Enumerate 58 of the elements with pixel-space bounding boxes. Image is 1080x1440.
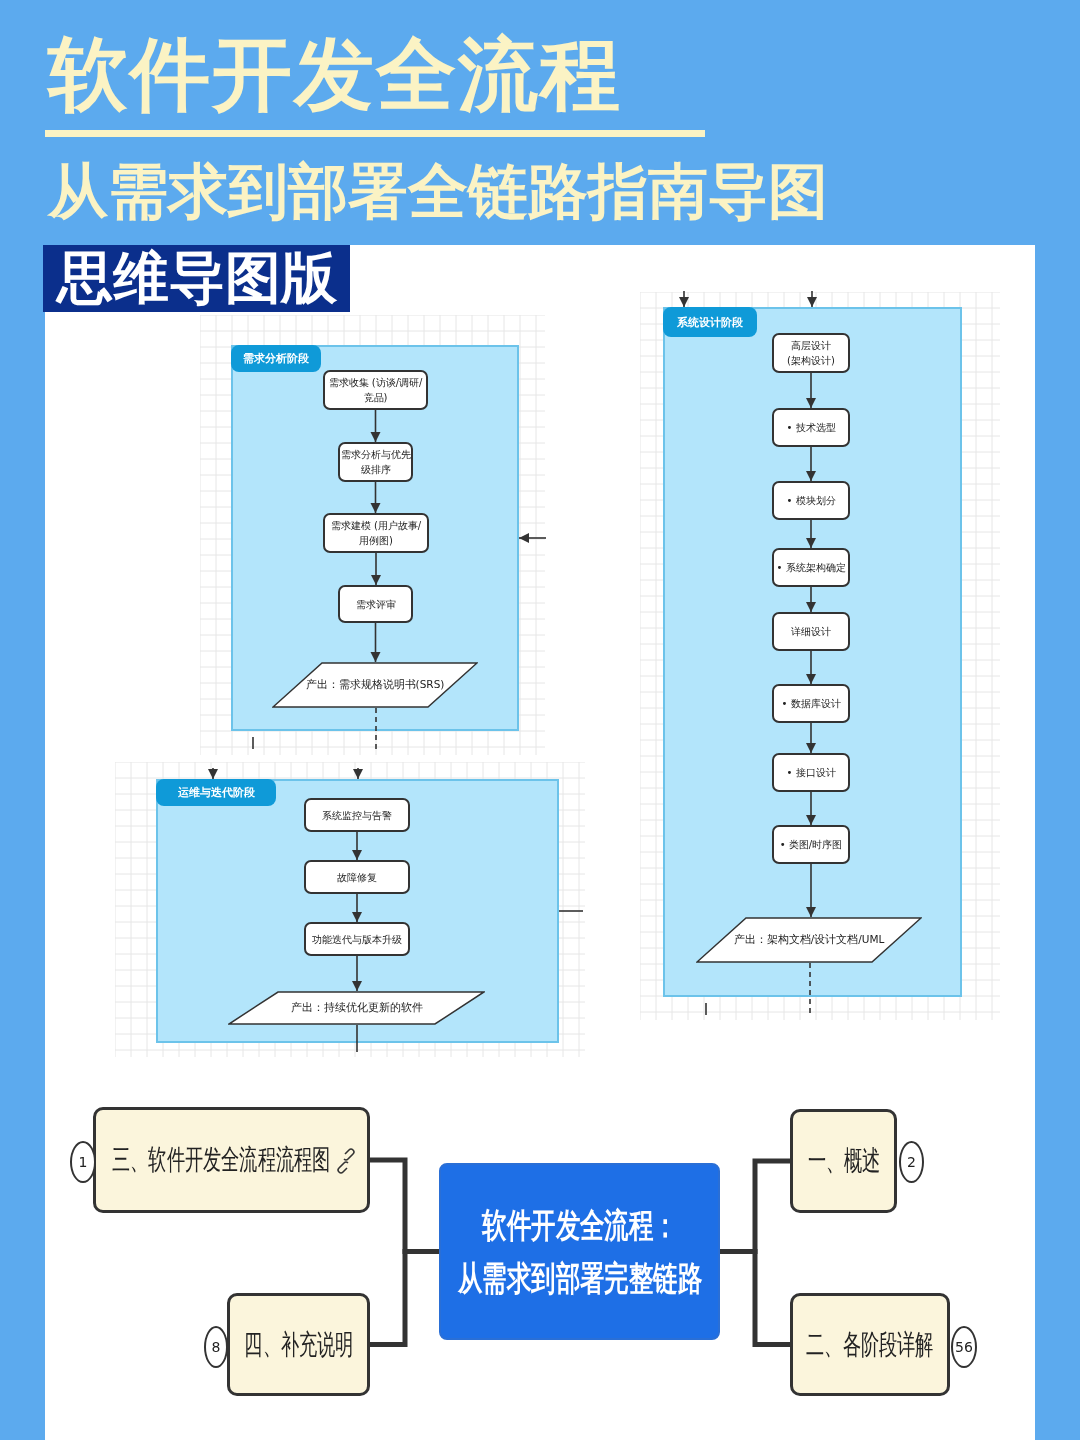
arrow xyxy=(353,767,363,780)
process-box: • 数据库设计 xyxy=(772,684,850,723)
arrow xyxy=(352,893,362,923)
output-parallelogram: 产出：持续优化更新的软件 xyxy=(228,991,485,1025)
arrow xyxy=(371,552,381,586)
process-box: 故障修复 xyxy=(304,860,410,894)
arrow xyxy=(806,791,816,826)
version-badge: 思维导图版 xyxy=(43,245,350,312)
connector-line xyxy=(809,962,811,1016)
process-box: 系统监控与告警 xyxy=(304,798,410,832)
arrow xyxy=(370,622,381,663)
arrow xyxy=(807,290,817,308)
process-box: • 模块划分 xyxy=(772,481,850,520)
process-box: 高层设计 (架构设计) xyxy=(772,333,850,373)
process-box: 需求收集 (访谈/调研/竞品) xyxy=(323,370,428,410)
process-box: • 系统架构确定 xyxy=(772,548,850,587)
arrow xyxy=(806,586,816,613)
subtitle: 从需求到部署全链路指南导图 xyxy=(48,155,828,228)
connector-line xyxy=(356,1024,358,1053)
branch-connector xyxy=(720,1249,790,1347)
process-box: • 接口设计 xyxy=(772,753,850,792)
arrow xyxy=(370,481,381,514)
process-box: • 类图/时序图 xyxy=(772,825,850,864)
arrow xyxy=(518,533,547,543)
topic-box: 二、各阶段详解 xyxy=(790,1293,950,1396)
output-parallelogram: 产出：架构文档/设计文档/UML xyxy=(696,917,922,963)
arrow xyxy=(806,863,816,918)
arrow xyxy=(806,650,816,685)
arrow xyxy=(208,767,218,780)
topic-box: 四、补充说明 xyxy=(227,1293,370,1396)
arrow xyxy=(679,290,689,308)
process-box: • 技术选型 xyxy=(772,408,850,447)
arrow xyxy=(352,955,362,992)
stage-panel xyxy=(231,345,519,731)
output-parallelogram: 产出：需求规格说明书(SRS) xyxy=(272,662,478,708)
central-topic: 软件开发全流程：从需求到部署完整链路 xyxy=(439,1163,720,1340)
arrow xyxy=(806,446,816,482)
process-box: 需求分析与优先级排序 xyxy=(338,442,413,482)
connector-line xyxy=(558,910,584,912)
stage-panel xyxy=(156,779,559,1043)
stage-panel xyxy=(663,307,962,997)
page-title: 软件开发全流程 xyxy=(48,27,622,123)
topic-box: 三、软件开发全流程流程图 xyxy=(93,1107,370,1213)
process-box: 需求建模 (用户故事/用例图) xyxy=(323,513,429,553)
arrow xyxy=(806,722,816,754)
stage-tab: 运维与迭代阶段 xyxy=(156,779,276,806)
stage-tab: 系统设计阶段 xyxy=(663,307,757,337)
process-box: 功能迭代与版本升级 xyxy=(304,922,410,956)
process-box: 详细设计 xyxy=(772,612,850,651)
arrow xyxy=(806,519,816,549)
connector-line xyxy=(375,707,377,751)
process-box: 需求评审 xyxy=(338,585,413,623)
stage-tab: 需求分析阶段 xyxy=(231,345,321,372)
arrow xyxy=(352,831,362,861)
arrow xyxy=(370,409,381,443)
topic-box: 一、概述 xyxy=(790,1109,897,1213)
branch-connector xyxy=(370,1249,439,1347)
arrow xyxy=(806,372,816,409)
